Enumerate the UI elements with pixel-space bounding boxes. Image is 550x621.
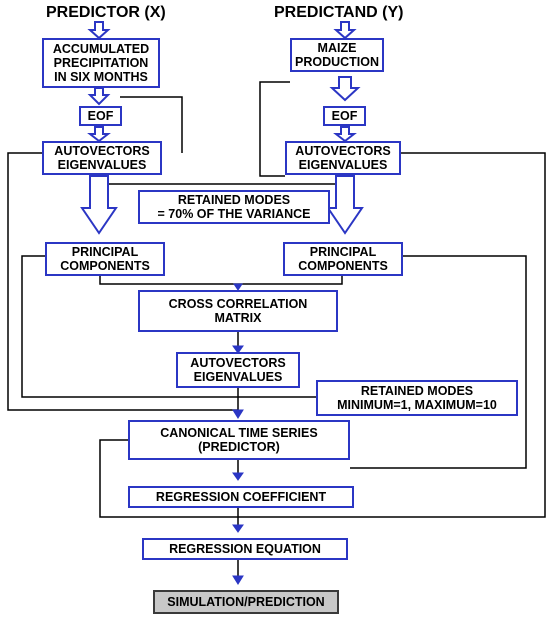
principal-components-right-box: PRINCIPAL COMPONENTS: [283, 242, 403, 276]
loop-eof-left: [120, 96, 183, 153]
simulation-prediction-box: SIMULATION/PREDICTION: [153, 590, 339, 614]
merge-left: [99, 276, 238, 285]
autovectors-left-box: AUTOVECTORS EIGENVALUES: [42, 141, 162, 175]
eof-right-box: EOF: [323, 106, 366, 126]
principal-components-right-label: PRINCIPAL COMPONENTS: [298, 245, 388, 273]
arrow-big-left: [80, 175, 118, 235]
arrowhead-cross: [233, 283, 243, 291]
canonical-time-series-box: CANONICAL TIME SERIES (PREDICTOR): [128, 420, 350, 460]
loop-right-outer: [99, 152, 546, 518]
arrowhead-canonical: [232, 409, 244, 419]
arrow-eof-left: [87, 87, 111, 106]
arrowhead-eq: [232, 524, 244, 533]
arrow-big-right: [326, 175, 364, 235]
accumulated-precipitation-box: ACCUMULATED PRECIPITATION IN SIX MONTHS: [42, 38, 160, 88]
autovectors-left-label: AUTOVECTORS EIGENVALUES: [54, 144, 150, 172]
canonical-time-series-label: CANONICAL TIME SERIES (PREDICTOR): [160, 426, 318, 454]
predictor-header: PREDICTOR (X): [46, 4, 166, 21]
autovectors-right-label: AUTOVECTORS EIGENVALUES: [295, 144, 391, 172]
arrow-autovec-left: [87, 126, 111, 143]
regression-coefficient-box: REGRESSION COEFFICIENT: [128, 486, 354, 508]
cross-correlation-label: CROSS CORRELATION MATRIX: [168, 297, 308, 325]
arrowhead-sim: [232, 575, 244, 585]
retained-modes-minmax-box: RETAINED MODES MINIMUM=1, MAXIMUM=10: [316, 380, 518, 416]
arrow-header-right: [333, 21, 357, 40]
regression-equation-box: REGRESSION EQUATION: [142, 538, 348, 560]
eof-left-label: EOF: [87, 109, 114, 123]
eof-right-label: EOF: [331, 109, 358, 123]
autovectors-center-box: AUTOVECTORS EIGENVALUES: [176, 352, 300, 388]
arrow-header-left: [87, 21, 111, 40]
autovectors-right-box: AUTOVECTORS EIGENVALUES: [285, 141, 401, 175]
arrow-eof-right: [329, 76, 361, 102]
merge-right: [238, 276, 343, 285]
arrow-autovec-right: [333, 126, 357, 143]
retained-modes-variance-box: RETAINED MODES = 70% OF THE VARIANCE: [138, 190, 330, 224]
principal-components-left-box: PRINCIPAL COMPONENTS: [45, 242, 165, 276]
arrowhead-autovec: [232, 345, 244, 354]
retained-modes-minmax-label: RETAINED MODES MINIMUM=1, MAXIMUM=10: [337, 384, 497, 412]
loop-right-inner: [350, 255, 527, 469]
regression-equation-label: REGRESSION EQUATION: [169, 542, 321, 556]
cross-correlation-box: CROSS CORRELATION MATRIX: [138, 290, 338, 332]
regression-coefficient-label: REGRESSION COEFFICIENT: [155, 490, 327, 504]
simulation-prediction-label: SIMULATION/PREDICTION: [167, 595, 325, 609]
arrowhead-coef: [232, 472, 244, 481]
maize-production-box: MAIZE PRODUCTION: [290, 38, 384, 72]
autovectors-center-label: AUTOVECTORS EIGENVALUES: [190, 356, 286, 384]
loop-eof-right: [259, 81, 290, 177]
maize-production-label: MAIZE PRODUCTION: [294, 41, 380, 69]
loop-left-inner: [21, 255, 238, 398]
predictand-header: PREDICTAND (Y): [274, 4, 404, 21]
accumulated-precipitation-label: ACCUMULATED PRECIPITATION IN SIX MONTHS: [52, 42, 150, 84]
principal-components-left-label: PRINCIPAL COMPONENTS: [60, 245, 150, 273]
eof-left-box: EOF: [79, 106, 122, 126]
retained-modes-variance-label: RETAINED MODES = 70% OF THE VARIANCE: [157, 193, 311, 221]
